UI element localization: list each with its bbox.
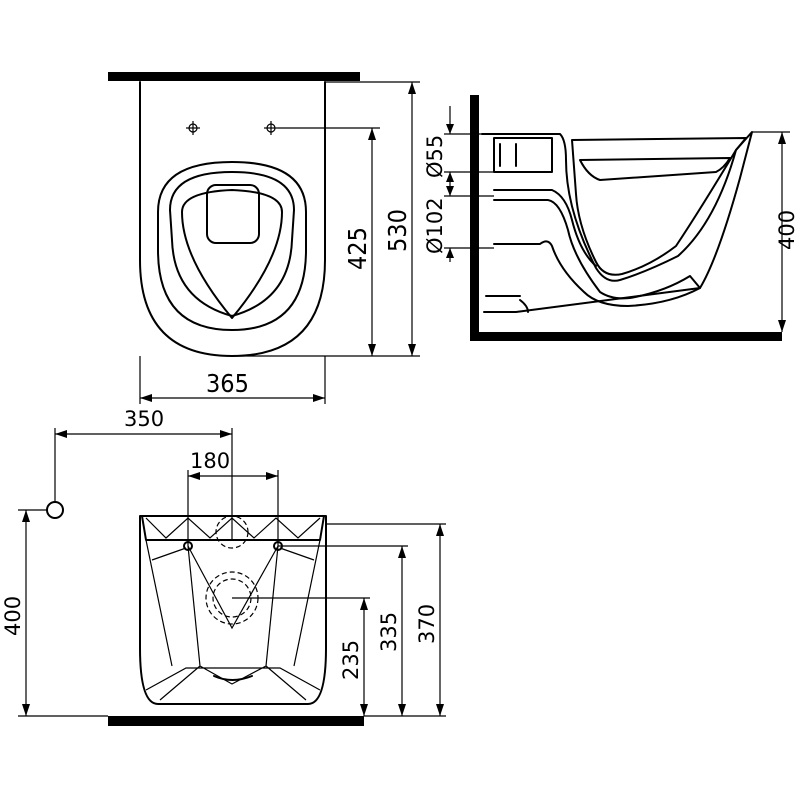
dim-front-offset: 350 — [124, 407, 164, 431]
side-view: Ø55 Ø102 400 — [423, 95, 799, 341]
dim-front-height-bolts: 335 — [377, 612, 401, 652]
dim-side-dia-outlet: Ø102 — [423, 197, 447, 254]
top-view: 425 530 365 — [108, 72, 420, 404]
front-body-outline — [139, 515, 327, 705]
front-base-notch — [213, 675, 253, 681]
side-wall — [470, 95, 479, 341]
front-floor-bar — [108, 716, 364, 726]
top-wall-bar — [108, 72, 360, 81]
front-view: 350 180 400 235 335 370 — [1, 407, 446, 726]
side-bowl-outer — [481, 131, 753, 313]
side-rim — [579, 157, 731, 181]
dim-top-height-inner: 425 — [343, 227, 372, 270]
top-seat-inner — [169, 171, 295, 317]
fixing-hole-icon — [264, 121, 278, 135]
side-trap — [493, 199, 701, 307]
side-floor — [470, 332, 782, 341]
top-flush-recess — [206, 184, 260, 244]
front-zigzag — [145, 517, 321, 539]
dim-front-height-outlet: 235 — [339, 640, 363, 680]
dim-top-width: 365 — [206, 369, 249, 398]
dim-front-height-top: 370 — [415, 604, 439, 644]
top-seat-outer — [157, 161, 307, 331]
side-inlet — [493, 137, 553, 173]
side-trap-inner — [493, 189, 597, 267]
dim-side-height: 400 — [775, 210, 799, 250]
reference-point-icon — [46, 501, 64, 519]
dim-front-bolt-spacing: 180 — [190, 449, 230, 473]
dim-side-dia-inlet: Ø55 — [423, 135, 447, 178]
top-bowl-rim — [181, 189, 283, 319]
fixing-hole-icon — [186, 121, 200, 135]
dim-top-height-outer: 530 — [383, 209, 412, 252]
front-facets — [145, 539, 321, 701]
side-bowl-inner — [571, 137, 747, 276]
dim-front-height-total: 400 — [1, 596, 25, 636]
